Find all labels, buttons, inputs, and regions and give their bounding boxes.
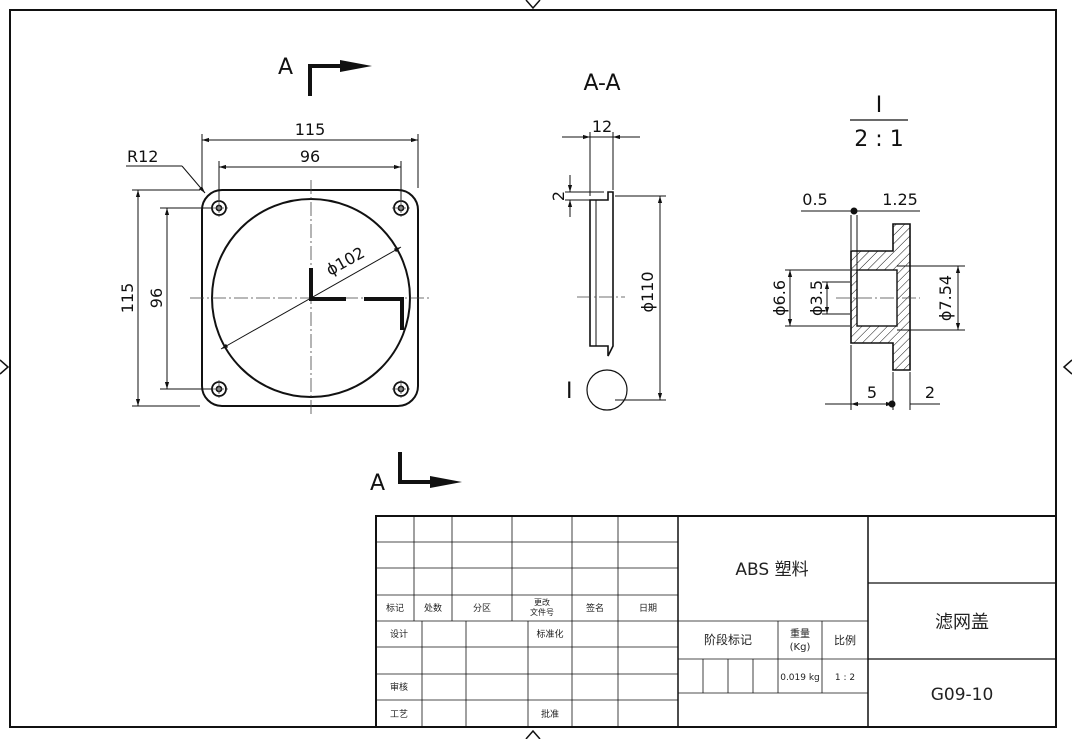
sign-standard: 标准化	[536, 628, 563, 640]
dim-corner-radius: R12	[127, 147, 158, 166]
section-arrow-top: A	[278, 55, 372, 96]
detail-scale: 2 : 1	[854, 127, 903, 152]
dim-detail-7-54: ϕ7.54	[936, 275, 955, 321]
title-block-text: 标记 处数 分区 更改 文件号 签名 日期 设计 标准化 审核 工艺 批准 AB…	[386, 560, 993, 720]
scale-value: 1 : 2	[835, 673, 855, 683]
dim-section-lip: 2	[549, 191, 568, 201]
rev-header-change-2: 文件号	[530, 607, 554, 617]
weight-label-1: 重量	[790, 627, 810, 640]
detail-callout-mark: I	[566, 379, 573, 404]
dim-detail-2: 2	[925, 383, 935, 402]
dim-detail-0-5: 0.5	[802, 190, 827, 209]
sign-process: 工艺	[390, 709, 408, 720]
dim-opening-diameter: ϕ102	[323, 243, 368, 280]
rev-header-mark: 标记	[386, 602, 404, 614]
section-arrow-bottom: A	[370, 452, 462, 496]
weight-value: 0.019 kg	[780, 673, 820, 683]
part-name: 滤网盖	[935, 612, 989, 633]
section-title: A-A	[583, 71, 620, 96]
detail-callout-circle	[586, 369, 628, 411]
sign-review: 审核	[390, 681, 408, 693]
section-view: A-A 12 2 ϕ110 I	[549, 71, 666, 411]
dim-detail-3-5: ϕ3.5	[807, 280, 826, 316]
dim-section-diameter: ϕ110	[638, 271, 657, 312]
section-mark-bottom: A	[370, 471, 385, 496]
weight-label-2: (Kg)	[790, 642, 811, 653]
detail-view: I 2 : 1 0.5 1.25 ϕ6.6 ϕ3.5 ϕ7.54	[770, 93, 965, 410]
rev-header-change-1: 更改	[534, 597, 550, 607]
rev-header-count: 处数	[424, 602, 442, 614]
part-number: G09-10	[931, 685, 994, 705]
rev-header-sign: 签名	[586, 602, 604, 614]
dim-height-outer: 115	[118, 283, 137, 314]
section-mark-top: A	[278, 55, 293, 80]
stage-label: 阶段标记	[704, 632, 752, 647]
dim-section-thickness: 12	[592, 117, 612, 136]
dim-width-inner: 96	[300, 147, 320, 166]
dim-detail-1-25: 1.25	[882, 190, 918, 209]
scale-label: 比例	[834, 633, 856, 647]
sign-design: 设计	[390, 628, 408, 640]
section-line	[309, 268, 404, 330]
dim-detail-5: 5	[867, 383, 877, 402]
dim-height-inner: 96	[147, 288, 166, 308]
detail-title: I	[876, 93, 883, 118]
material: ABS 塑料	[735, 560, 808, 580]
rev-header-zone: 分区	[473, 603, 491, 614]
sign-approve: 批准	[541, 708, 559, 720]
title-block	[375, 515, 1057, 728]
front-view: 115 96 115 96 R12 ϕ102	[118, 120, 430, 416]
dim-width-outer: 115	[295, 120, 326, 139]
rev-header-date: 日期	[639, 603, 657, 614]
dim-detail-6-6: ϕ6.6	[770, 280, 789, 316]
section-profile	[589, 191, 614, 357]
